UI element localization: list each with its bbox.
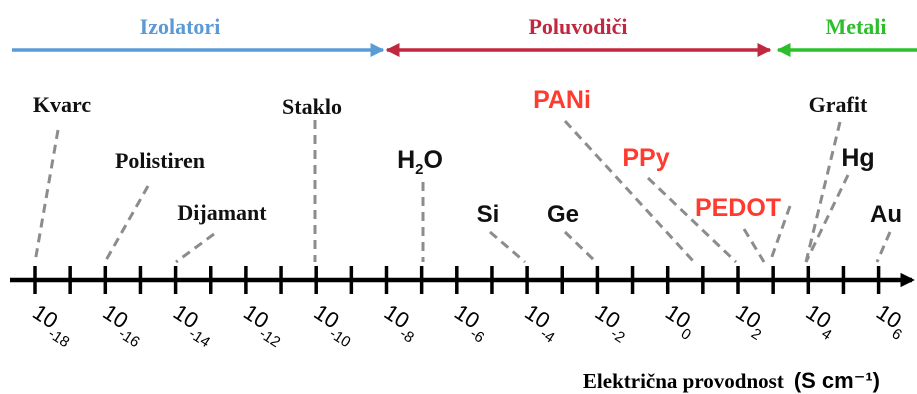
axis-title-unit: (S cm⁻¹): [794, 368, 880, 393]
label-pedot: PEDOT: [695, 194, 781, 222]
label-h2o-h: H: [397, 146, 415, 174]
conductivity-axis: 10-18 10-16 10-14 10-12 10-10 10-8 10-6 10-4 10-…: [10, 266, 915, 351]
leader-dijamant: [175, 232, 215, 264]
leader-ppy: [646, 176, 738, 264]
leader-pedot-right: [768, 205, 792, 263]
label-h2o: H2O: [397, 146, 443, 178]
axis-tick-labels: 10-18 10-16 10-14 10-12 10-10 10-8 10-6 10-4 10-…: [24, 299, 913, 351]
leader-polistiren: [103, 185, 150, 263]
label-h2o-sub: 2: [415, 161, 423, 178]
tick-label-0: 100: [657, 299, 702, 344]
tick-label-m12: 10-12: [235, 299, 291, 351]
leader-si: [489, 230, 526, 264]
tick-label-m8: 10-8: [376, 299, 425, 346]
label-hg: Hg: [841, 144, 874, 172]
semiconductors-label: Poluvodiči: [528, 14, 627, 39]
metals-label: Metali: [825, 14, 886, 39]
axis-title-text: Električna provodnost: [583, 369, 784, 393]
leader-hg: [804, 174, 850, 263]
axis-ticks: [33, 266, 881, 294]
tick-label-m2: 10-2: [587, 299, 636, 346]
label-au: Au: [870, 201, 902, 228]
tick-label-m6: 10-6: [446, 299, 495, 346]
class-ranges: Izolatori Poluvodiči Metali: [12, 14, 917, 57]
label-polistiren: Polistiren: [115, 148, 205, 173]
tick-label-m18: 10-18: [24, 299, 80, 351]
label-kvarc: Kvarc: [33, 92, 91, 117]
leader-pani: [563, 119, 696, 264]
axis-title: Električna provodnost (S cm⁻¹): [583, 368, 880, 393]
label-staklo: Staklo: [282, 94, 342, 119]
leader-au: [875, 231, 892, 263]
label-h2o-o: O: [423, 146, 442, 174]
leader-pedot-left: [742, 228, 766, 263]
label-ge: Ge: [547, 201, 579, 228]
leader-kvarc: [33, 129, 60, 263]
label-ppy: PPy: [622, 144, 669, 172]
tick-label-4: 104: [798, 299, 843, 344]
tick-label-6: 106: [868, 299, 913, 344]
tick-label-2: 102: [727, 299, 772, 344]
insulators-label: Izolatori: [140, 14, 221, 39]
material-labels: Kvarc Polistiren Dijamant Staklo H2O Si …: [33, 86, 902, 228]
label-si: Si: [477, 201, 500, 228]
tick-label-m10: 10-10: [306, 299, 362, 351]
label-grafit: Grafit: [809, 92, 868, 117]
leader-ge: [563, 230, 598, 264]
label-pani: PANi: [533, 86, 591, 114]
label-dijamant: Dijamant: [177, 200, 267, 225]
tick-label-m16: 10-16: [95, 299, 151, 351]
tick-label-m4: 10-4: [517, 299, 566, 346]
leader-grafit: [804, 121, 842, 263]
tick-label-m14: 10-14: [165, 299, 221, 351]
leader-lines: [33, 119, 892, 264]
